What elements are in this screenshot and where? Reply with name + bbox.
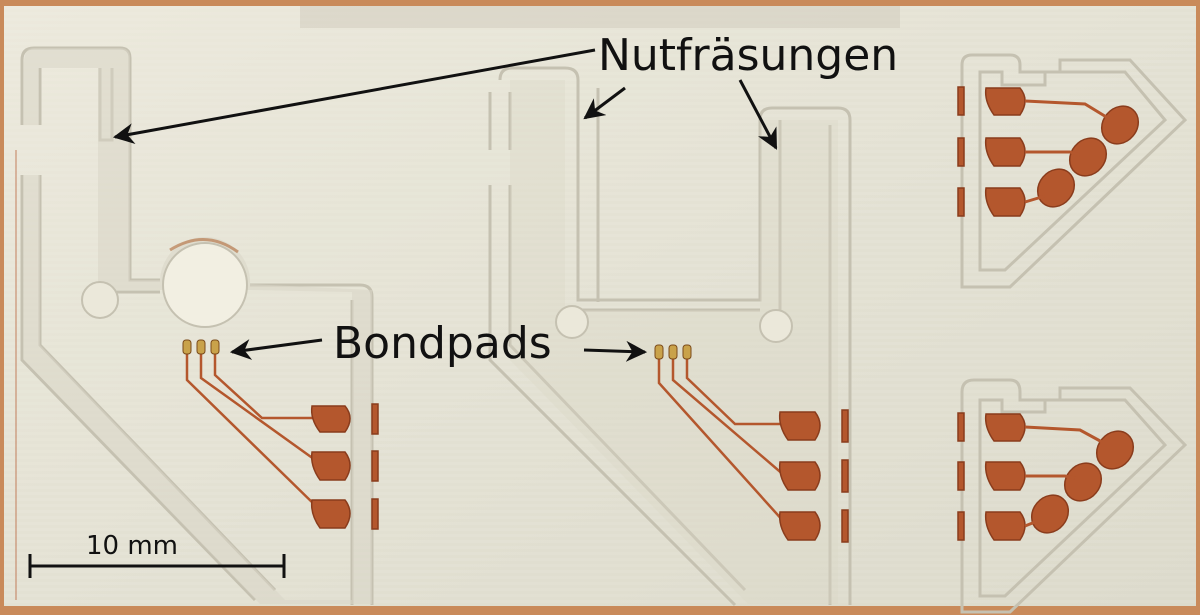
right-top-piece-grooves: [960, 53, 1188, 289]
bondpads-label: Bondpads: [333, 318, 552, 369]
left-drill-hole: [81, 281, 119, 319]
right-bottom-copper: [957, 412, 1135, 541]
board-top-shade: [300, 6, 900, 28]
middle-drill-hole-left: [555, 305, 589, 339]
right-top-copper: [957, 86, 1140, 217]
middle-contact-pads: [778, 409, 849, 543]
scale-bar: [28, 554, 286, 578]
right-bottom-piece-grooves: [960, 378, 1188, 614]
left-copper-traces: [185, 350, 319, 509]
middle-drill-hole-right: [759, 309, 793, 343]
left-round-cutout: [162, 242, 248, 328]
middle-copper-traces: [657, 355, 786, 524]
left-contact-pads: [310, 403, 379, 530]
middle-piece-grooves: [488, 66, 852, 607]
scale-label: 10 mm: [86, 531, 178, 561]
left-bondpads: [182, 339, 220, 355]
middle-bondpads: [654, 344, 692, 360]
grooves-arrows: [112, 48, 778, 150]
left-piece-relief: [24, 48, 372, 604]
grooves-label: Nutfräsungen: [598, 30, 898, 81]
bondpads-arrows: [229, 338, 648, 362]
